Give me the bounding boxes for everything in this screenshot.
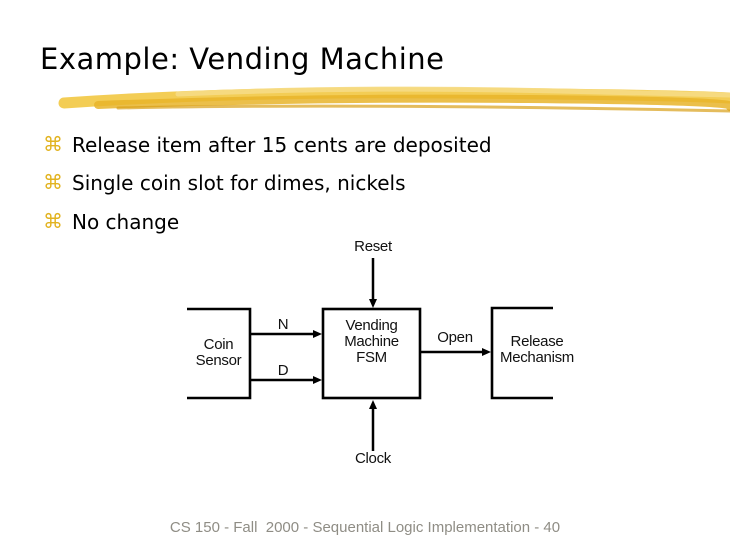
release-mechanism-box [490,306,553,400]
fsm-line3: FSM [356,349,387,366]
bullet-item: ⌘ No change [43,210,179,234]
clock-label: Clock [354,450,391,467]
slide-footer: CS 150 - Fall 2000 - Sequential Logic Im… [169,519,561,536]
d-signal-label: D [277,362,289,379]
block-diagram: Reset N D Open Clock Coin Sensor Vending… [150,230,610,480]
command-bullet-icon: ⌘ [43,132,63,156]
fsm-line2: Machine [344,333,399,350]
release-mechanism-label: Release Mechanism [487,334,587,366]
bullet-text: Release item after 15 cents are deposite… [72,133,492,157]
coin-sensor-box [187,307,252,400]
fsm-line1: Vending [345,317,398,334]
coin-sensor-line1: Coin [203,336,234,353]
command-bullet-icon: ⌘ [43,170,63,194]
diagram-lines [187,258,553,451]
n-signal-label: N [277,316,289,333]
bullet-item: ⌘ Single coin slot for dimes, nickels [43,171,406,195]
slide-title: Example: Vending Machine [40,42,445,76]
bullet-item: ⌘ Release item after 15 cents are deposi… [43,133,492,157]
coin-sensor-label: Coin Sensor [180,337,257,369]
fsm-label: Vending Machine FSM [323,318,420,366]
reset-label: Reset [354,238,392,255]
command-bullet-icon: ⌘ [43,209,63,233]
bullet-text: No change [72,210,180,234]
release-line1: Release [510,333,564,350]
open-signal-label: Open [437,329,473,346]
highlight-brush-stroke [58,86,730,113]
bullet-text: Single coin slot for dimes, nickels [72,171,406,195]
coin-sensor-line2: Sensor [195,352,242,369]
fsm-box [321,307,422,400]
release-line2: Mechanism [500,349,574,366]
